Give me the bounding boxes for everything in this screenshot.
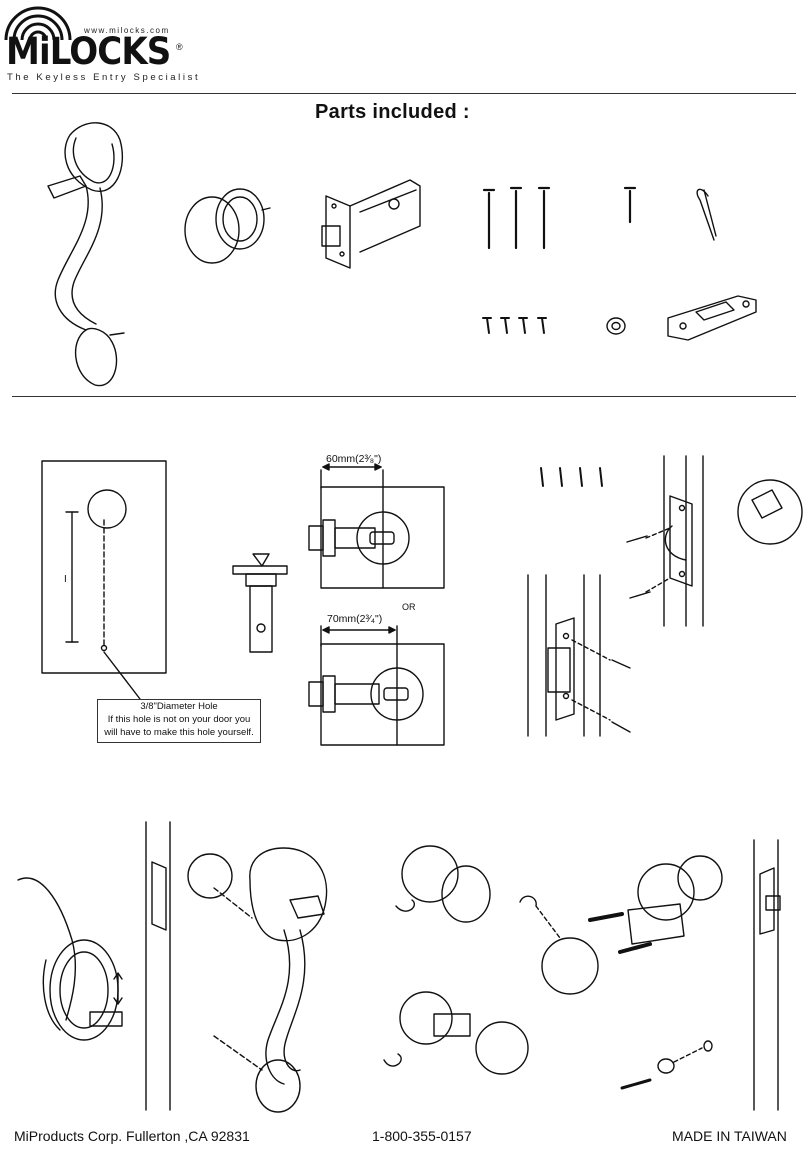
knob-illustration xyxy=(184,188,271,264)
handle-illustration xyxy=(47,122,125,387)
screws-group-illustration xyxy=(540,467,603,487)
or-label: OR xyxy=(402,602,416,612)
footer-phone: 1-800-355-0157 xyxy=(372,1128,472,1144)
hole-callout-line2: will have to make this hole yourself. xyxy=(104,727,254,738)
spindle-detail-illustration xyxy=(17,877,123,1041)
strike-plate-illustration xyxy=(667,295,757,341)
backset-60-diagram xyxy=(308,463,445,589)
spacer-ring-illustration xyxy=(606,317,626,335)
backset-60-label: 60mm(2³⁄₈") xyxy=(326,453,382,465)
strike-install-illustration xyxy=(527,574,631,737)
backset-70-diagram xyxy=(308,625,445,746)
handle-install-illustration xyxy=(145,821,328,1113)
registered-mark: ® xyxy=(176,42,183,52)
long-screws-illustration xyxy=(482,186,551,250)
parts-title: Parts included : xyxy=(315,101,470,123)
latch-illustration xyxy=(321,179,421,269)
footer-origin: MADE IN TAIWAN xyxy=(672,1128,787,1144)
backset-70-label: 70mm(2³⁄₄") xyxy=(327,613,383,625)
header-divider xyxy=(12,93,796,94)
short-screw-illustration xyxy=(623,186,637,224)
latch-install-illustration xyxy=(626,455,803,627)
hole-callout-line1: If this hole is not on your door you xyxy=(107,714,251,725)
drill-template-illustration xyxy=(41,460,167,700)
latch-side-illustration xyxy=(232,553,288,653)
knob-assembly-illustration xyxy=(383,839,781,1111)
hole-callout-title: 3/8"Diameter Hole xyxy=(140,701,218,712)
pin-illustration xyxy=(696,188,717,241)
logo-tagline: The Keyless Entry Specialist xyxy=(7,72,201,83)
parts-divider xyxy=(12,396,796,397)
logo-wordmark: MiLOCKS xyxy=(6,30,171,73)
footer-company: MiProducts Corp. Fullerton ,CA 92831 xyxy=(14,1128,250,1144)
dimension-mark: I xyxy=(64,574,67,585)
logo-website: www.milocks.com xyxy=(84,26,170,35)
logo-signal-arcs-icon xyxy=(4,6,72,41)
hole-callout: 3/8"Diameter Hole If this hole is not on… xyxy=(97,699,261,743)
wood-screws-illustration xyxy=(482,317,547,334)
